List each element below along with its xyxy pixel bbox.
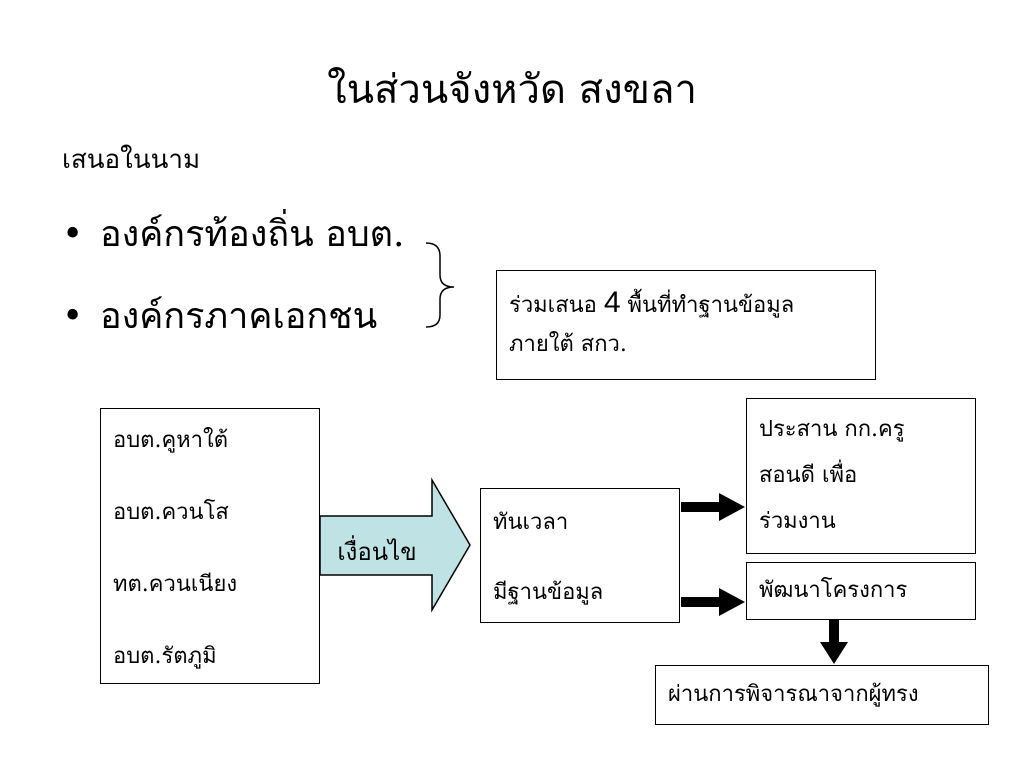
areas-box: อบต.คูหาใต้ อบต.ควนโส ทต.ควนเนียง อบต.รั… <box>100 408 320 684</box>
joint-proposal-number: 4 <box>603 286 621 319</box>
joint-proposal-prefix: ร่วมเสนอ <box>509 293 604 318</box>
bullet-item: • องค์กรภาคเอกชน <box>62 292 377 342</box>
coordinate-line: ร่วมงาน <box>759 509 836 534</box>
condition-item: มีฐานข้อมูล <box>493 580 604 605</box>
area-item: อบต.ควนโส <box>113 500 229 525</box>
develop-project-label: พัฒนาโครงการ <box>759 578 908 603</box>
arrow-to-coordinate-icon <box>681 493 745 521</box>
joint-proposal-line-1: ร่วมเสนอ 4 พื้นที่ทำฐานข้อมูล <box>509 281 863 328</box>
area-item: อบต.คูหาใต้ <box>113 428 229 453</box>
bullet-text: องค์กรท้องถิ่น อบต. <box>100 214 405 255</box>
bullet-icon: • <box>62 214 84 255</box>
arrow-to-review-icon <box>820 620 848 664</box>
bullet-text: องค์กรภาคเอกชน <box>100 296 378 337</box>
conditions-box: ทันเวลา มีฐานข้อมูล <box>480 488 680 623</box>
bullet-icon: • <box>62 296 84 337</box>
coordinate-line: สอนดี เพื่อ <box>759 463 858 488</box>
subtitle: เสนอในนาม <box>62 145 201 175</box>
develop-project-box: พัฒนาโครงการ <box>746 562 976 620</box>
condition-arrow-label: เงื่อนไข <box>337 538 417 566</box>
bullet-item: • องค์กรท้องถิ่น อบต. <box>62 210 405 260</box>
joint-proposal-box: ร่วมเสนอ 4 พื้นที่ทำฐานข้อมูล ภายใต้ สกว… <box>496 270 876 380</box>
coordinate-box: ประสาน กก.ครู สอนดี เพื่อ ร่วมงาน <box>746 398 976 554</box>
joint-proposal-suffix: พื้นที่ทำฐานข้อมูล <box>620 293 795 318</box>
condition-arrow-shape <box>319 477 471 613</box>
area-item: ทต.ควนเนียง <box>113 572 238 597</box>
area-item: อบต.รัตภูมิ <box>113 644 217 669</box>
arrow-to-develop-icon <box>681 588 745 616</box>
expert-review-box: ผ่านการพิจารณาจากผู้ทรง <box>655 665 989 725</box>
page-title: ในส่วนจังหวัด สงขลา <box>327 67 697 113</box>
coordinate-line: ประสาน กก.ครู <box>759 417 905 442</box>
condition-item: ทันเวลา <box>493 510 569 535</box>
expert-review-label: ผ่านการพิจารณาจากผู้ทรง <box>668 682 919 707</box>
joint-proposal-line-2: ภายใต้ สกว. <box>509 332 627 357</box>
curly-brace <box>425 242 455 328</box>
